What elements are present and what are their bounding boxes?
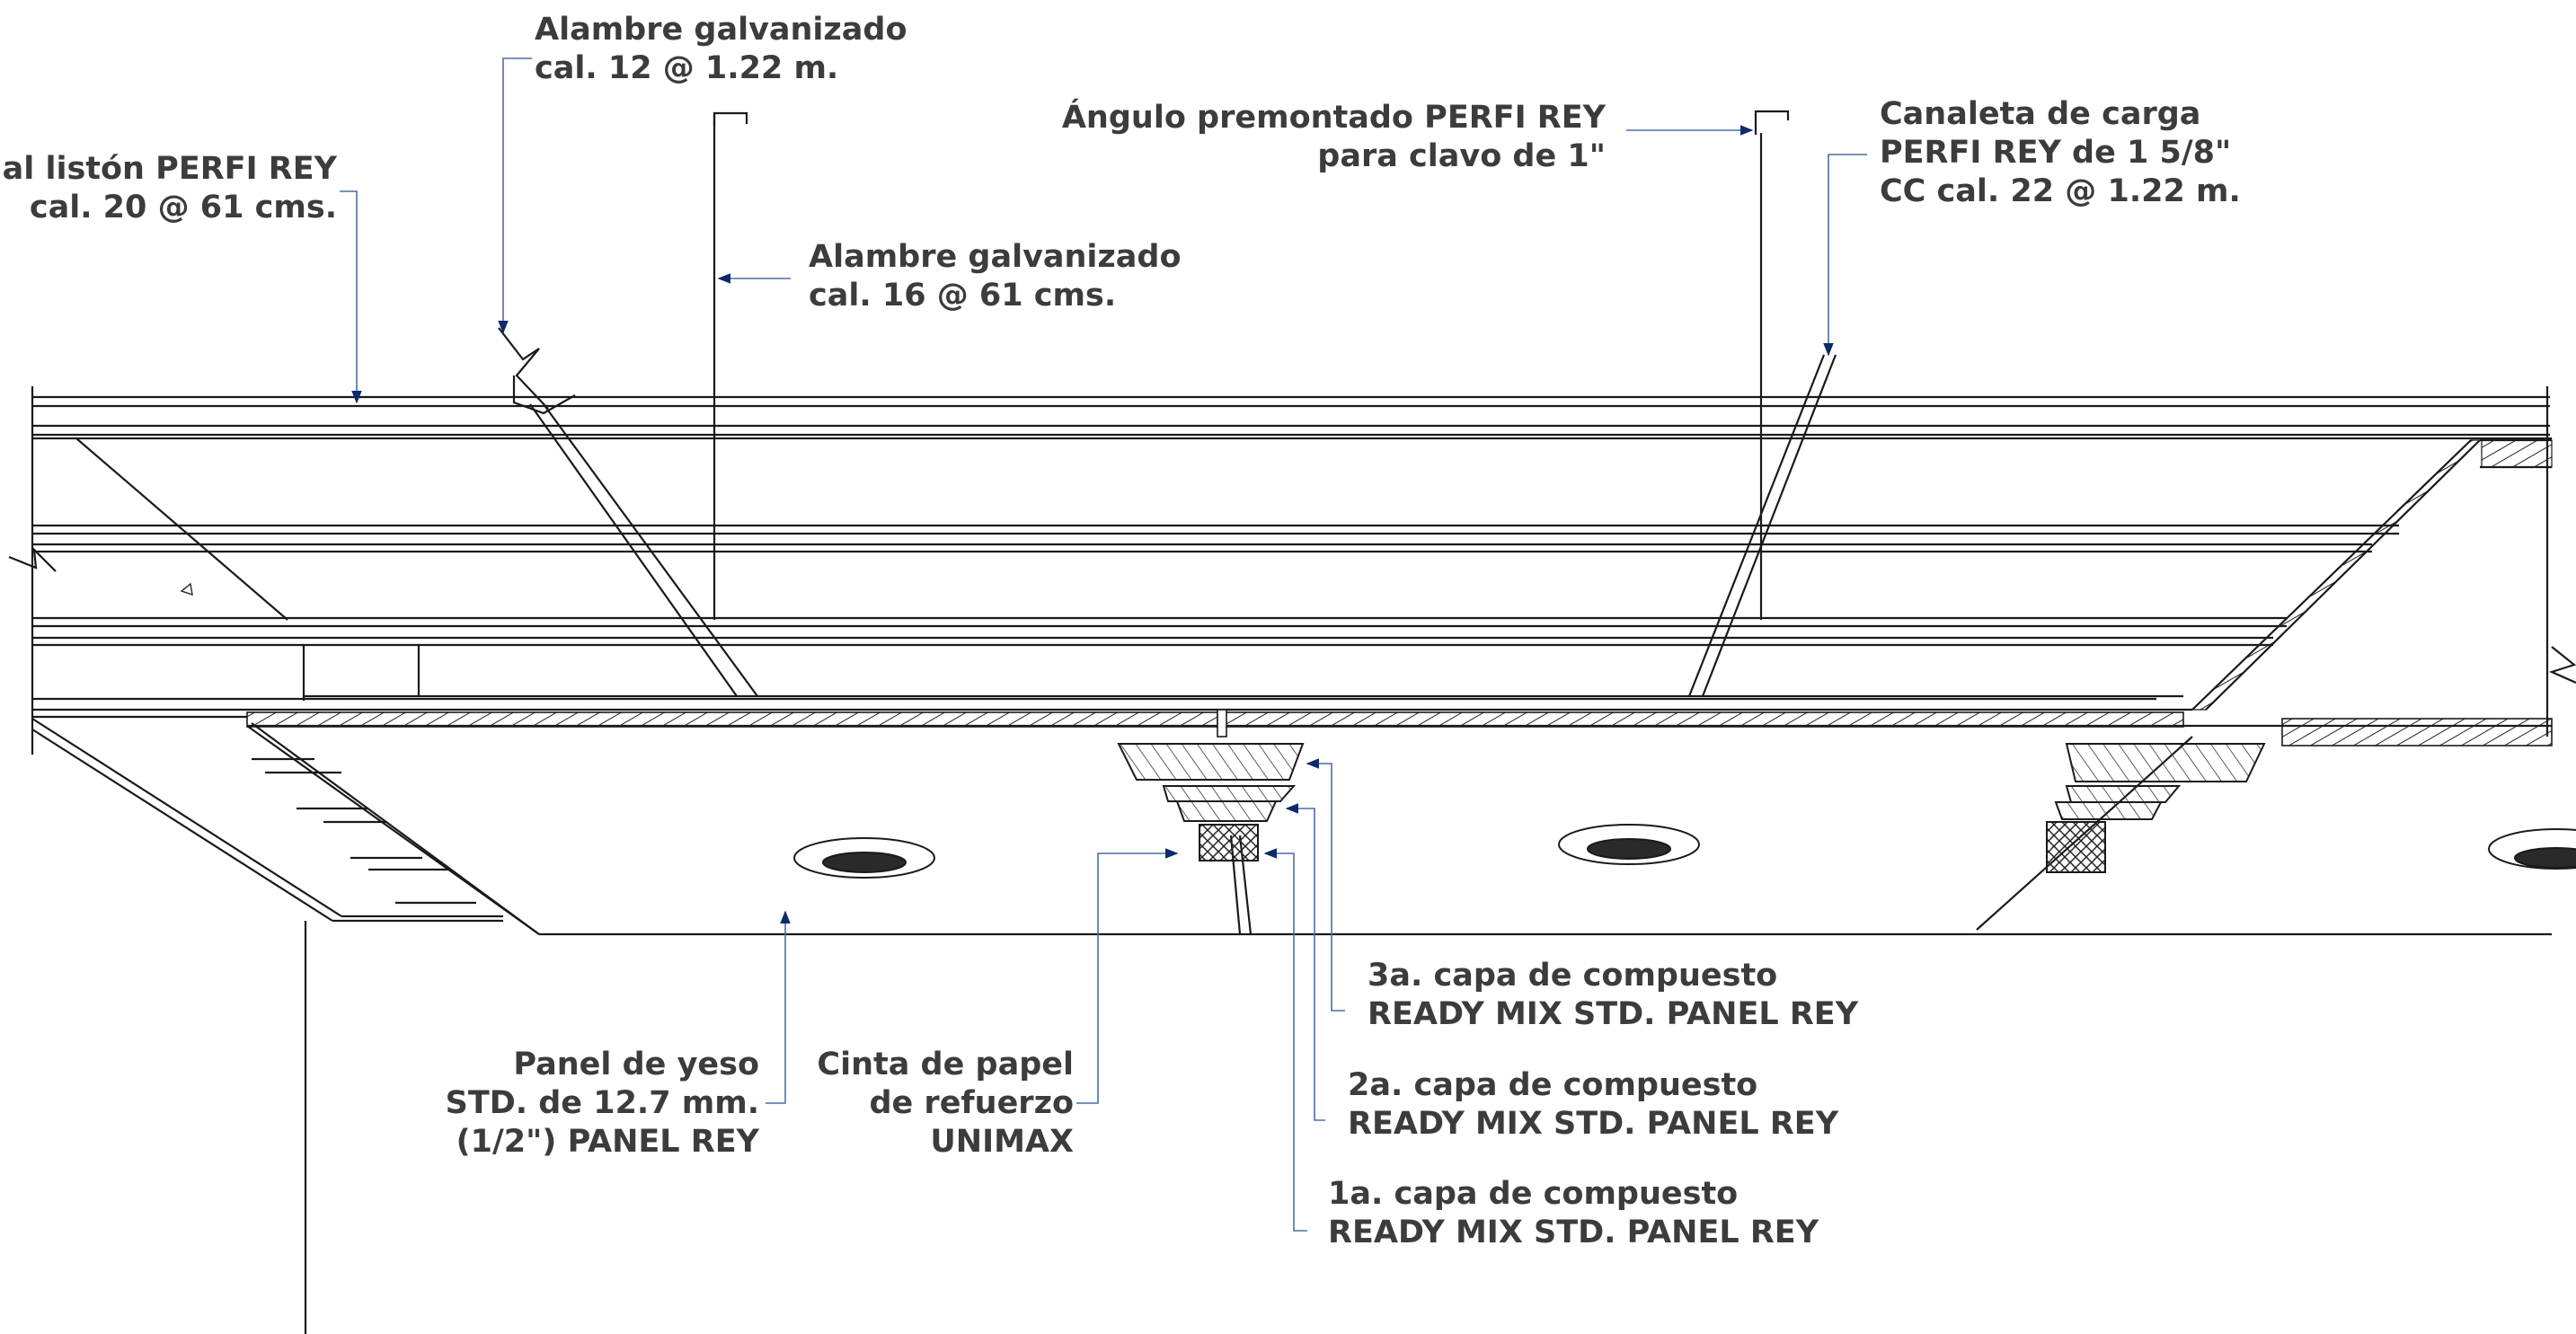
hatched-panel xyxy=(246,439,2553,747)
small-triangle-mark xyxy=(180,582,193,596)
leader-lines xyxy=(340,57,1867,1232)
recessed-lights xyxy=(793,824,2576,879)
joint-compound-center xyxy=(1117,743,1305,861)
joint-compound-right xyxy=(2046,743,2266,873)
